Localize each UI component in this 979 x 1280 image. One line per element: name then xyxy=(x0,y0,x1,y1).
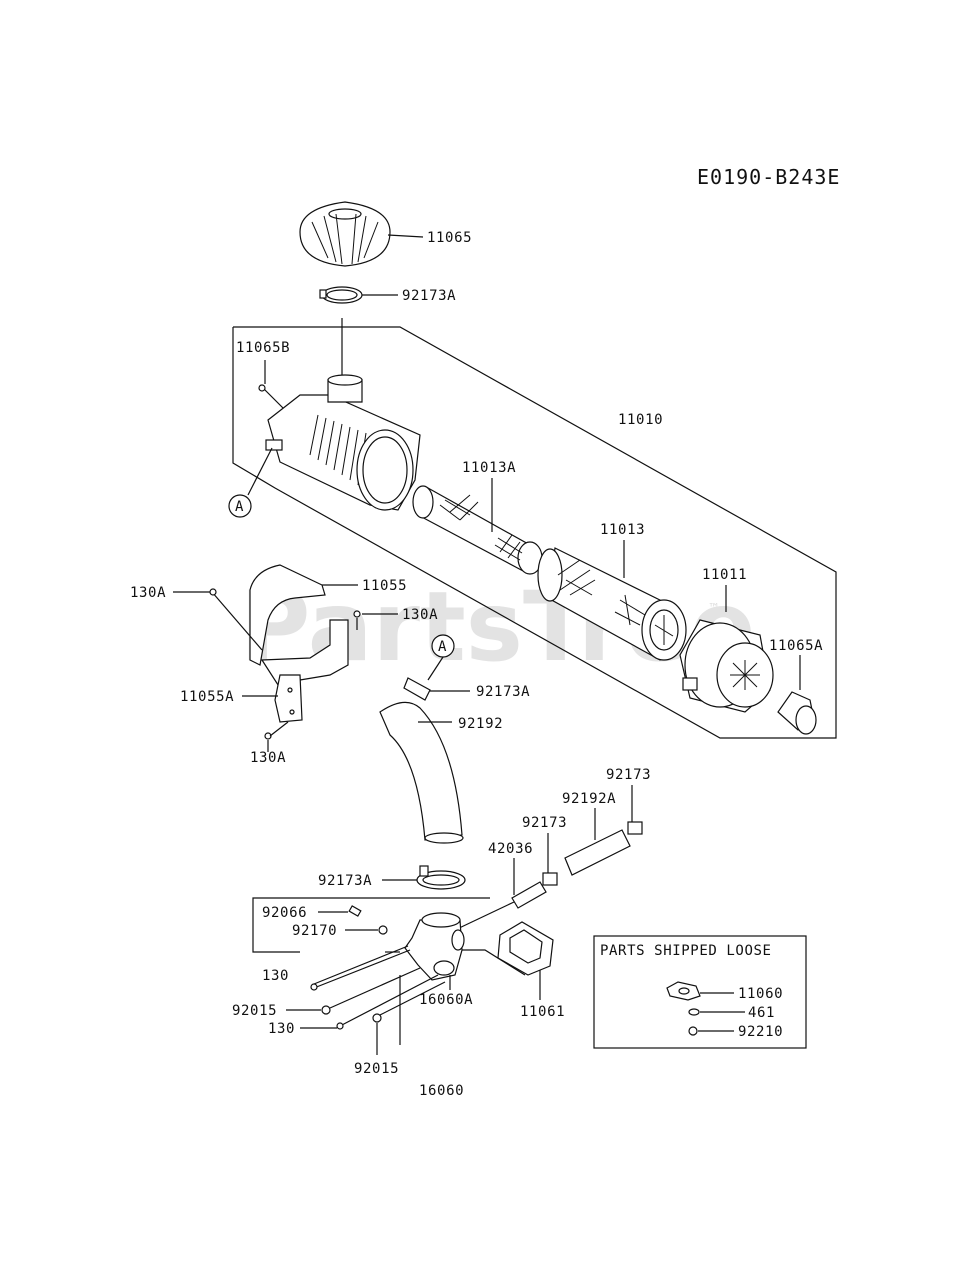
manifold-frame-16060 xyxy=(252,897,490,953)
gasket-axis-line xyxy=(462,949,526,976)
gasket-11060-part xyxy=(666,981,701,1001)
label-92015-left: 92015 xyxy=(232,1003,277,1019)
screw-92066-part xyxy=(348,905,362,917)
hose-92192-part xyxy=(379,701,464,844)
diagram-code: E0190-B243E xyxy=(697,165,840,189)
svg-text:A: A xyxy=(235,499,244,515)
label-16060: 16060 xyxy=(419,1083,464,1099)
leader-11065 xyxy=(387,234,424,238)
label-92170: 92170 xyxy=(292,923,337,939)
bolt-130a-mid-part xyxy=(353,610,361,630)
label-92173-mid: 92173 xyxy=(522,815,567,831)
label-11065: 11065 xyxy=(427,230,472,246)
label-130a-mid: 130A xyxy=(402,607,438,623)
label-461: 461 xyxy=(748,1005,775,1021)
cap-11065-part xyxy=(299,201,391,267)
label-11060: 11060 xyxy=(738,986,783,1002)
parts-shipped-loose-box xyxy=(593,935,807,1049)
watermark-trademark: ™ xyxy=(708,601,720,615)
clamp-92173-mid-part xyxy=(542,872,558,886)
label-92192a: 92192A xyxy=(562,791,616,807)
manifold-16060a-part xyxy=(404,912,465,981)
clamp-92173a-top-part xyxy=(319,286,363,304)
label-11061: 11061 xyxy=(520,1004,565,1020)
pipe-axis-line xyxy=(454,901,515,931)
pipe-42036-part xyxy=(511,881,547,909)
label-11013: 11013 xyxy=(600,522,645,538)
nut-92015-left-part xyxy=(321,1005,331,1015)
label-42036: 42036 xyxy=(488,841,533,857)
clamp-92173a-mid-part xyxy=(403,677,431,701)
leader-a-top xyxy=(247,447,273,496)
label-11010: 11010 xyxy=(618,412,663,428)
label-130-lower: 130 xyxy=(268,1021,295,1037)
label-11011: 11011 xyxy=(702,567,747,583)
inner-element-11013a-part xyxy=(412,485,543,575)
bolt-11065b-part xyxy=(258,384,286,411)
callout-a-top: A xyxy=(228,494,252,518)
label-92210: 92210 xyxy=(738,1024,783,1040)
nut-92015-bottom-axis xyxy=(379,981,446,1016)
hose-92192a-part xyxy=(564,829,631,876)
bracket-11055-part xyxy=(249,564,349,689)
nut-92210-part xyxy=(688,1026,698,1036)
air-cleaner-body-part xyxy=(265,374,421,511)
nut-92015-bottom-part xyxy=(372,1013,382,1023)
label-92192: 92192 xyxy=(458,716,503,732)
label-16060a: 16060A xyxy=(419,992,473,1008)
assembly-frame-11010 xyxy=(232,326,837,739)
label-11055: 11055 xyxy=(362,578,407,594)
cover-11011-part xyxy=(679,619,774,713)
label-130-upper: 130 xyxy=(262,968,289,984)
callout-a-mid: A xyxy=(431,634,455,658)
clamp-92173a-low-part xyxy=(416,865,466,890)
valve-11065a-part xyxy=(777,691,817,735)
bolt-130-lower-part xyxy=(336,974,439,1030)
leader-a-mid xyxy=(427,656,444,681)
label-11065b: 11065B xyxy=(236,340,290,356)
label-11013a: 11013A xyxy=(462,460,516,476)
gasket-11061-part xyxy=(497,921,554,976)
label-92015-bottom: 92015 xyxy=(354,1061,399,1077)
nut-92015-left-axis xyxy=(329,967,421,1009)
bracket-11055a-part xyxy=(274,674,303,723)
label-92173-right: 92173 xyxy=(606,767,651,783)
label-11055a: 11055A xyxy=(180,689,234,705)
label-92173a-mid: 92173A xyxy=(476,684,530,700)
clamp-92173-right-part xyxy=(627,821,643,835)
outer-element-11013-part xyxy=(537,547,687,661)
label-11065a: 11065A xyxy=(769,638,823,654)
bolt-130a-bottom-part xyxy=(264,721,289,752)
label-130a-left: 130A xyxy=(130,585,166,601)
washer-461-part xyxy=(688,1008,700,1016)
label-92173a-top: 92173A xyxy=(402,288,456,304)
label-130a-bottom: 130A xyxy=(250,750,286,766)
label-92066: 92066 xyxy=(262,905,307,921)
parts-shipped-loose-title: PARTS SHIPPED LOOSE xyxy=(600,943,772,959)
label-92173a-low: 92173A xyxy=(318,873,372,889)
svg-text:A: A xyxy=(438,639,447,655)
nut-92170-part xyxy=(378,925,388,935)
bolt-130-upper-part xyxy=(310,945,411,991)
